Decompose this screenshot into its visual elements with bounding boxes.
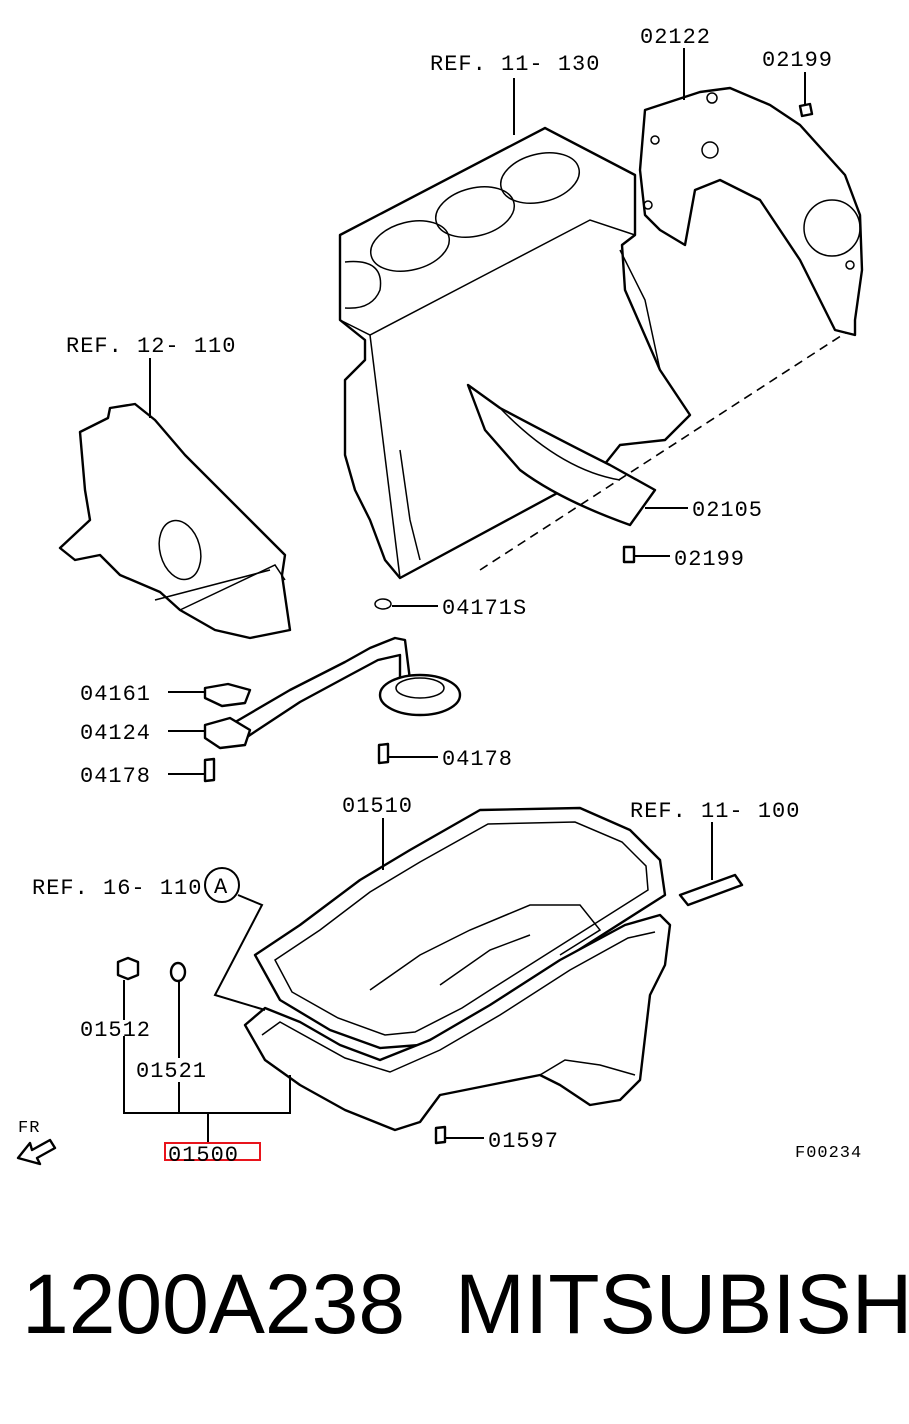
part-02105-label: 02105: [692, 498, 763, 523]
part-04178-right-label: 04178: [442, 747, 513, 772]
circle-a-label: A: [214, 875, 228, 900]
oil-pan-gasket-drawing: [253, 806, 667, 1050]
part-number-caption: 1200A238: [22, 1257, 406, 1351]
part-02199-top-label: 02199: [762, 48, 833, 73]
brand-caption: MITSUBISHI: [455, 1257, 909, 1351]
part-01521-label: 01521: [136, 1059, 207, 1084]
part-04124-label: 04124: [80, 721, 151, 746]
timing-cover-drawing: [58, 402, 292, 640]
part-04178-left-label: 04178: [80, 764, 151, 789]
part-02122-label: 02122: [640, 25, 711, 50]
engine-block-drawing: [338, 126, 851, 580]
front-arrow-drawing: [16, 1138, 57, 1166]
rear-plate-drawing: [638, 86, 864, 337]
highlight-box: [164, 1142, 261, 1161]
ref-11-100-label: REF. 11- 100: [630, 799, 800, 824]
part-02199-mid-label: 02199: [674, 547, 745, 572]
part-04171s-label: 04171S: [442, 596, 527, 621]
ref-11-130-label: REF. 11- 130: [430, 52, 600, 77]
part-01597-label: 01597: [488, 1129, 559, 1154]
leader-lines: [123, 48, 806, 1142]
part-01500-label: 01500: [168, 1143, 239, 1168]
oil-strainer-drawing: [203, 545, 636, 783]
figure-code-label: F00234: [795, 1144, 862, 1163]
ref-12-110-label: REF. 12- 110: [66, 334, 236, 359]
part-04161-label: 04161: [80, 682, 151, 707]
oil-pan-drawing: [116, 873, 744, 1145]
parts-diagram: REF. 11- 130 02122 02199 REF. 12- 110 02…: [16, 25, 864, 1168]
part-01512-label: 01512: [80, 1018, 151, 1043]
part-01510-label: 01510: [342, 794, 413, 819]
front-label: FR: [18, 1119, 40, 1138]
reference-circle-a: [204, 867, 240, 903]
ref-16-110-label: REF. 16- 110: [32, 876, 202, 901]
